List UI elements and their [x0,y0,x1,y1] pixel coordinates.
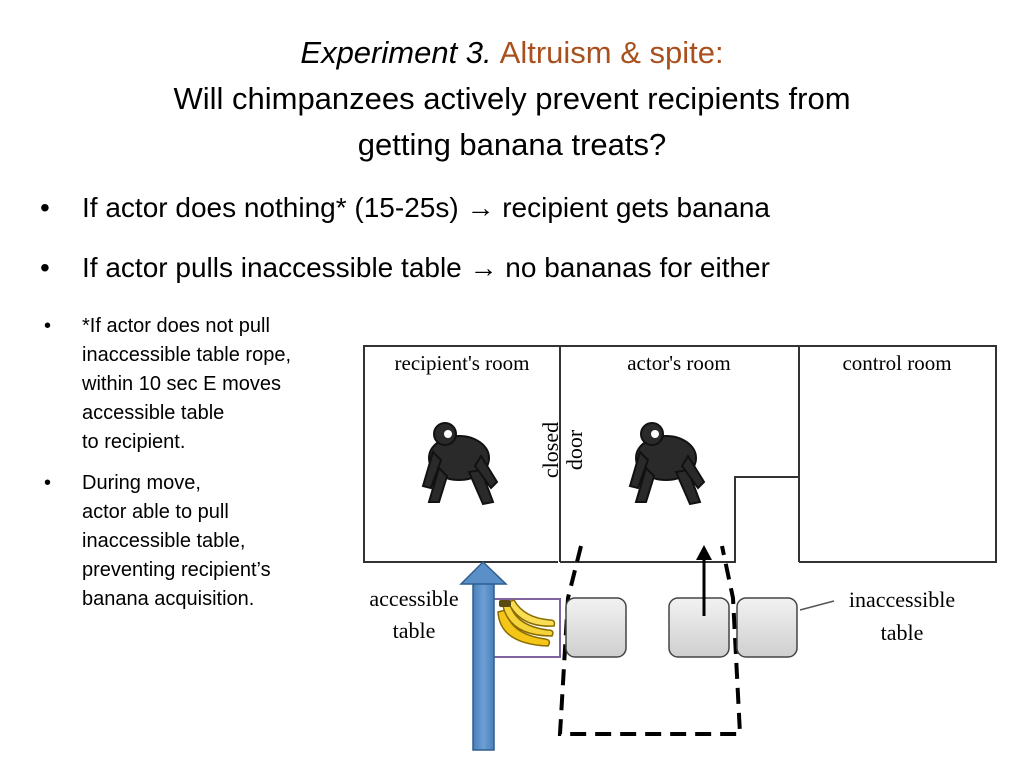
sub-bullet-1-line: accessible table [82,402,225,424]
inaccessible-table-label-1: inaccessible [849,587,955,612]
sub-bullet-1-line: inaccessible table rope, [82,344,292,366]
banana-icon [497,599,556,647]
bullet-dot-icon: • [40,192,50,223]
inaccessible-table-left [668,597,730,658]
table-track-dashed-line [557,545,743,736]
slide-title: Experiment 3.Altruism & spite: Will chim… [0,30,1024,168]
sub-bullet-2: • During move, actor able to pull inacce… [44,469,364,614]
accessible-table-label-1: accessible [369,586,458,611]
inaccessible-table-leader-line [799,600,835,611]
sub-bullet-1-line: to recipient. [82,431,186,453]
main-bullet-1: • If actor does nothing* (15-25s) → recip… [40,186,1000,230]
title-topic: Altruism & spite: [499,35,724,70]
sub-bullet-1-line: *If actor does not pull [82,315,270,337]
experimenter-move-arrow-icon [459,560,508,751]
room-label-control: control room [842,351,951,375]
sub-bullet-2-line: banana acquisition. [82,588,255,610]
room-label-recipient: recipient's room [395,351,530,375]
sub-bullet-1-line: within 10 sec E moves [82,373,281,395]
actor-chimpanzee-icon [628,422,706,506]
actor-pull-arrow-icon [696,545,712,616]
main-bullet-list: • If actor does nothing* (15-25s) → recip… [40,186,1000,306]
room-walls [363,345,997,563]
main-bullet-2: • If actor pulls inaccessible table → no … [40,246,1000,290]
sub-bullet-2-line: During move, [82,472,201,494]
title-question-line-1: Will chimpanzees actively prevent recipi… [173,81,851,116]
recipient-chimpanzee-icon [421,422,499,506]
outer-wall [363,345,997,563]
main-bullet-1-text: If actor does nothing* (15-25s) → recipi… [82,192,770,223]
sub-bullet-2-line: actor able to pull [82,501,229,523]
accessible-table-label-2: table [393,618,436,643]
actor-room-notch [560,476,799,563]
accessible-table [565,597,627,658]
title-line-1: Experiment 3.Altruism & spite: [0,30,1024,76]
sub-bullet-list: • *If actor does not pull inaccessible t… [44,312,364,626]
room-label-actor: actor's room [627,351,731,375]
title-experiment: Experiment 3. [300,35,492,70]
inaccessible-table-right [736,597,798,658]
bullet-dot-icon: • [44,315,52,337]
door-label-door: door [562,429,587,470]
main-bullet-2-text: If actor pulls inaccessible table → no b… [82,252,770,283]
sub-bullet-2-line: preventing recipient’s [82,559,271,581]
bullet-dot-icon: • [40,252,50,283]
door-label-closed: closed [538,422,563,478]
sub-bullet-2-line: inaccessible table, [82,530,246,552]
bullet-dot-icon: • [44,472,52,494]
inaccessible-table-label-2: table [881,620,924,645]
sub-bullet-1: • *If actor does not pull inaccessible t… [44,312,364,457]
title-question-line-2: getting banana treats? [357,127,667,162]
